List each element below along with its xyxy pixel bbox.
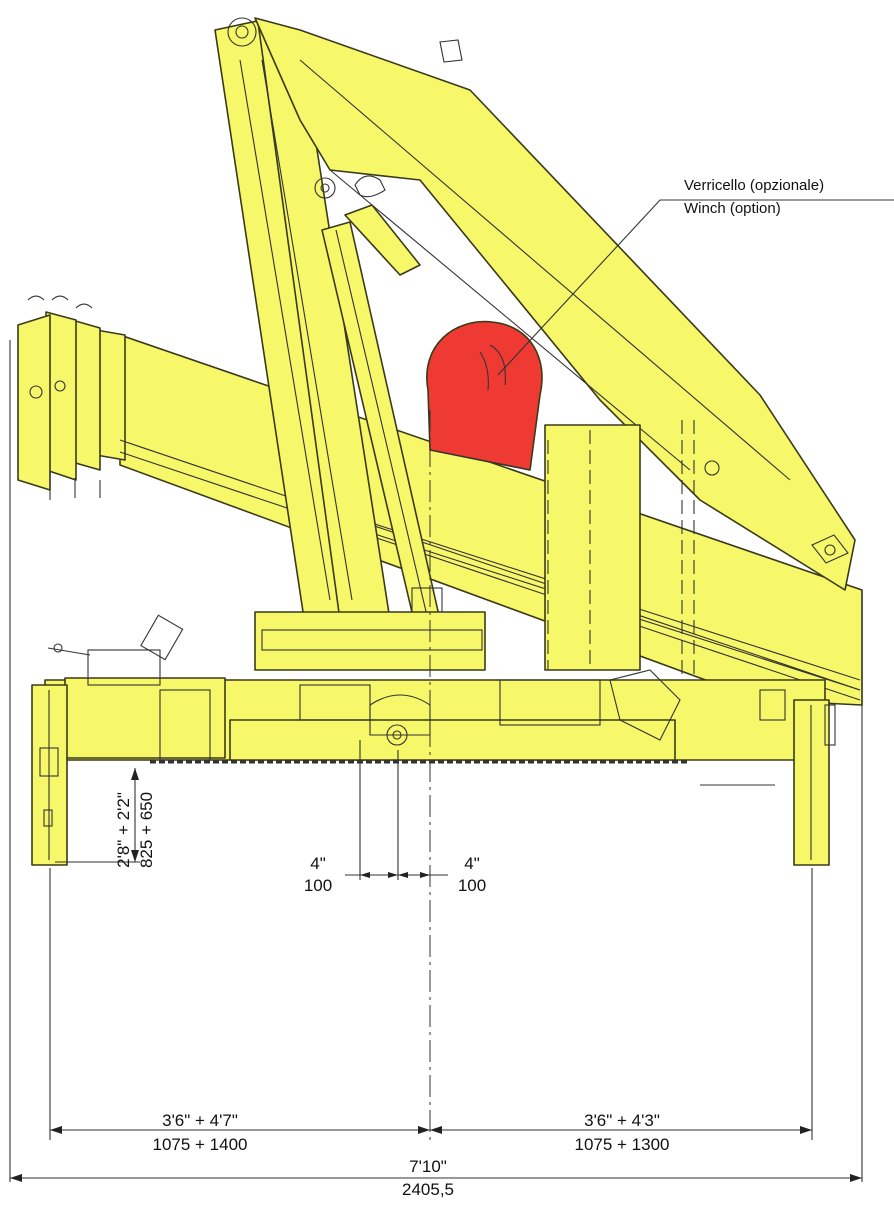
offset-right-mm: 100 xyxy=(458,876,486,895)
offset-left-in: 4" xyxy=(310,854,326,873)
right-stabilizer-leg xyxy=(793,699,836,866)
base-frame xyxy=(44,611,826,786)
left-stabilizer-leg xyxy=(31,684,68,866)
height-dimension: 2'8" + 2'2" 825 + 650 xyxy=(55,768,156,868)
offset-dimension: 4" 100 4" 100 xyxy=(304,854,486,895)
height-in: 2'8" + 2'2" xyxy=(114,792,133,868)
total-width-dimension: 7'10" 2405,5 xyxy=(9,340,863,1199)
offset-right-in: 4" xyxy=(464,854,480,873)
main-boom xyxy=(254,17,856,591)
right-span-in: 3'6" + 4'3" xyxy=(584,1111,660,1130)
winch-label-it: Verricello (opzionale) xyxy=(684,177,824,194)
left-span-in: 3'6" + 4'7" xyxy=(162,1111,238,1130)
right-span-mm: 1075 + 1300 xyxy=(574,1135,669,1154)
height-mm: 825 + 650 xyxy=(137,792,156,868)
winch-label-en: Winch (option) xyxy=(684,200,781,217)
winch xyxy=(426,320,543,471)
offset-left-mm: 100 xyxy=(304,876,332,895)
slew-housing xyxy=(544,420,695,700)
total-width-mm: 2405,5 xyxy=(402,1180,454,1199)
winch-leader-line xyxy=(497,199,894,376)
left-span-mm: 1075 + 1400 xyxy=(152,1135,247,1154)
total-width-in: 7'10" xyxy=(409,1157,447,1176)
span-dimensions: 3'6" + 4'7" 1075 + 1400 3'6" + 4'3" 1075… xyxy=(49,868,813,1154)
